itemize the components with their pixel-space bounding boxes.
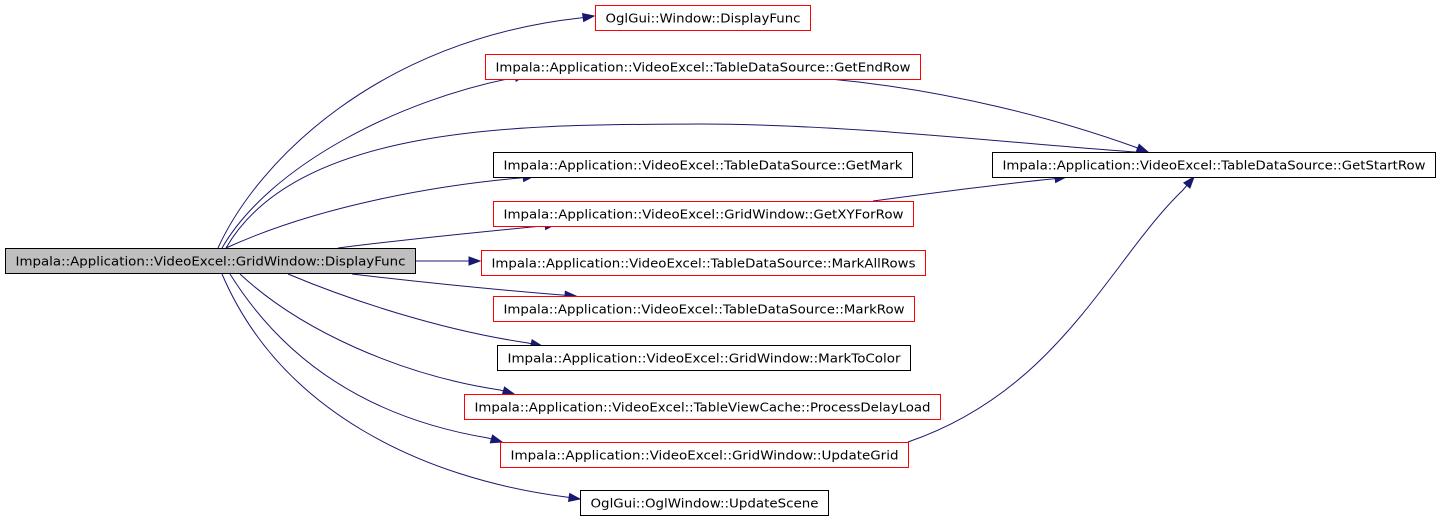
edge-line (907, 176, 1195, 443)
node-mark-to-color: Impala::Application::VideoExcel::GridWin… (497, 345, 911, 371)
edge-root-to-mark-row (351, 273, 578, 300)
edge-root-to-ogl-window-displayfunc (217, 12, 596, 249)
edge-root-to-get-mark (225, 172, 536, 249)
node-label: Impala::Application::VideoExcel::TableDa… (1003, 158, 1426, 173)
edge-line (337, 223, 557, 249)
node-get-mark: Impala::Application::VideoExcel::TableDa… (493, 152, 913, 178)
node-box (493, 152, 913, 178)
node-label: Impala::Application::VideoExcel::GridWin… (511, 448, 899, 463)
node-label: Impala::Application::VideoExcel::TableDa… (504, 158, 904, 173)
edge-line (225, 175, 535, 249)
edge-line (351, 273, 577, 297)
node-label: Impala::Application::VideoExcel::TableDa… (492, 256, 916, 271)
edge-line (225, 123, 1149, 249)
edge-line (829, 78, 1149, 153)
arrowhead-icon (581, 12, 596, 23)
edge-root-to-update-scene (221, 273, 582, 503)
arrowhead-icon (468, 256, 482, 266)
edge-line (287, 273, 543, 347)
edge-line (229, 273, 503, 443)
node-box (497, 345, 911, 371)
edge-line (872, 176, 1067, 202)
node-mark-all-rows[interactable]: Impala::Application::VideoExcel::TableDa… (481, 250, 926, 276)
node-get-start-row: Impala::Application::VideoExcel::TableDa… (992, 152, 1436, 178)
node-box (595, 5, 811, 31)
arrowhead-icon (567, 492, 582, 503)
node-process-delay-load[interactable]: Impala::Application::VideoExcel::TableVi… (464, 394, 941, 420)
node-label: OglGui::Window::DisplayFunc (606, 11, 801, 26)
edge-root-to-get-start-row (225, 123, 1150, 249)
node-update-scene: OglGui::OglWindow::UpdateScene (580, 490, 829, 516)
edge-update-grid-to-get-start-row (907, 175, 1195, 443)
arrowhead-icon (1135, 143, 1150, 153)
edge-get-xy-for-row-to-get-start-row (872, 173, 1068, 202)
edge-root-to-process-delay-load (239, 273, 516, 396)
node-ogl-window-displayfunc[interactable]: OglGui::Window::DisplayFunc (595, 5, 811, 31)
node-get-xy-for-row[interactable]: Impala::Application::VideoExcel::GridWin… (493, 201, 914, 227)
edge-root-to-mark-all-rows (415, 256, 482, 266)
edge-root-to-get-end-row (221, 72, 528, 249)
edge-get-end-row-to-get-start-row (829, 78, 1150, 153)
node-box (481, 250, 926, 276)
node-get-end-row[interactable]: Impala::Application::VideoExcel::TableDa… (485, 54, 921, 80)
edge-line (239, 273, 515, 395)
edge-line (217, 15, 595, 249)
call-nodes: Impala::Application::VideoExcel::GridWin… (5, 5, 1436, 516)
edge-line (221, 273, 581, 500)
arrowhead-icon (489, 434, 504, 444)
node-root: Impala::Application::VideoExcel::GridWin… (5, 248, 416, 274)
arrowhead-icon (501, 386, 516, 396)
node-label: Impala::Application::VideoExcel::GridWin… (16, 254, 406, 269)
node-box (493, 296, 915, 322)
node-box (485, 54, 921, 80)
node-label: Impala::Application::VideoExcel::TableVi… (475, 400, 931, 415)
node-box (464, 394, 941, 420)
node-box (992, 152, 1436, 178)
node-box (500, 442, 909, 468)
node-label: OglGui::OglWindow::UpdateScene (591, 496, 819, 511)
node-label: Impala::Application::VideoExcel::TableDa… (504, 302, 905, 317)
node-label: Impala::Application::VideoExcel::TableDa… (496, 60, 911, 75)
node-box (5, 248, 416, 274)
node-label: Impala::Application::VideoExcel::GridWin… (508, 351, 902, 366)
node-label: Impala::Application::VideoExcel::GridWin… (504, 207, 904, 222)
arrowhead-icon (1182, 175, 1195, 189)
edge-root-to-update-grid (229, 273, 504, 444)
node-update-grid[interactable]: Impala::Application::VideoExcel::GridWin… (500, 442, 909, 468)
node-mark-row[interactable]: Impala::Application::VideoExcel::TableDa… (493, 296, 915, 322)
edge-line (221, 74, 527, 249)
node-box (493, 201, 914, 227)
node-box (580, 490, 829, 516)
